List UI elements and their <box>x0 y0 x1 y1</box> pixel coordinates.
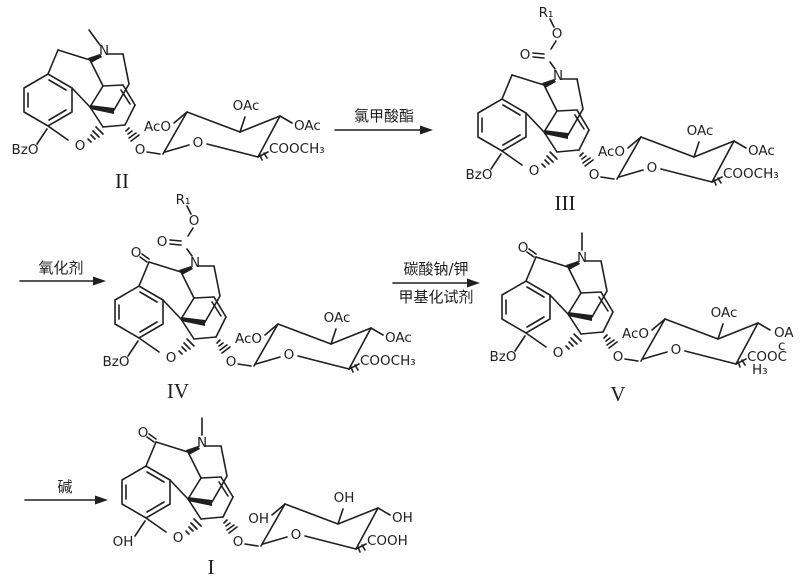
glycosidic-oxygen-label: O <box>226 354 237 370</box>
sugar-right-label: OAc <box>748 143 775 159</box>
sugar-acid-label: COOCH₃ <box>360 353 416 369</box>
structure-i: N O O O OH O OH OH OH COOH I <box>113 417 413 578</box>
reagent-label-line1: 碳酸钠/钾 <box>403 260 468 278</box>
sugar-ii: O AcO OAc OAc COOCH₃ <box>144 98 325 161</box>
structure-ii: N O O BzO O AcO OAc OAc COOCH₃ II <box>12 29 325 193</box>
nitrogen-label: N <box>197 435 207 451</box>
sugar-left-label: AcO <box>622 326 649 342</box>
sugar-right-label-line1: OA <box>774 325 794 341</box>
reagent-label: 碱 <box>57 478 72 496</box>
furan-oxygen-label: O <box>166 350 177 366</box>
ketone-oxygen-label: O <box>138 425 149 441</box>
structure-iii: N R₁ O O O O BzO O AcO OAc OAc COOCH₃ II… <box>466 5 779 215</box>
morphinan-skeleton <box>501 256 639 362</box>
furan-oxygen-label: O <box>173 530 184 546</box>
morphinan-skeleton <box>23 49 161 155</box>
glycosidic-oxygen-label: O <box>233 534 244 550</box>
ketone-oxygen-label: O <box>518 240 529 256</box>
reaction-arrow-2: 氧化剂 <box>19 259 106 286</box>
sugar-top-label: OAc <box>711 305 738 321</box>
phenol-substituent-label: BzO <box>490 349 517 365</box>
glycosidic-oxygen-label: O <box>589 167 600 183</box>
sugar-acid-label: COOCH₃ <box>269 141 325 157</box>
arrow-head-icon <box>467 278 480 288</box>
ring-oxygen-label: O <box>647 160 658 176</box>
carbonyl-oxygen-label: O <box>520 47 531 63</box>
carbonyl-oxygen-label: O <box>157 234 168 250</box>
r1-label: R₁ <box>176 192 191 208</box>
glycosidic-oxygen-label: O <box>135 142 146 158</box>
caption-i: I <box>208 555 215 578</box>
sugar-iii: O AcO OAc OAc COOCH₃ <box>598 123 779 186</box>
ring-oxygen-label: O <box>284 347 295 363</box>
structure-iv: N R₁ O O O O O BzO O AcO OAc OAc COOCH₃ … <box>103 192 416 403</box>
sugar-left-label: AcO <box>144 119 171 135</box>
nitrogen-label: N <box>190 255 200 271</box>
furan-oxygen-label: O <box>553 345 564 361</box>
sugar-i: O OH OH OH COOH <box>248 490 413 553</box>
sugar-iv: O AcO OAc OAc COOCH₃ <box>235 310 416 373</box>
phenol-substituent-label: BzO <box>466 167 493 183</box>
morphinan-skeleton <box>114 261 252 367</box>
glycosidic-oxygen-label: O <box>613 349 624 365</box>
ester-oxygen-label: O <box>552 26 563 42</box>
phenol-substituent-label: BzO <box>12 142 39 158</box>
caption-iv: IV <box>167 379 189 403</box>
furan-oxygen-label: O <box>75 138 86 154</box>
reagent-label: 氧化剂 <box>38 259 83 277</box>
structure-v: N O O O BzO O AcO OAc OA c COOC H₃ V <box>490 232 794 406</box>
reaction-arrow-3: 碳酸钠/钾 甲基化试剂 <box>392 260 480 306</box>
reagent-label-line2: 甲基化试剂 <box>398 288 473 306</box>
sugar-v: O AcO OAc OA c COOC H₃ <box>622 305 794 378</box>
caption-ii: II <box>115 169 129 193</box>
caption-v: V <box>610 382 625 406</box>
sugar-acid-label-line1: COOC <box>747 349 787 365</box>
ketone-group <box>139 253 150 263</box>
sugar-top-label: OH <box>334 490 355 506</box>
r1-label: R₁ <box>539 5 554 21</box>
morphinan-skeleton <box>477 74 615 180</box>
nitrogen-label: N <box>553 68 563 84</box>
ketone-group <box>146 433 157 443</box>
ketone-oxygen-label: O <box>131 245 142 261</box>
reagent-label: 氯甲酸酯 <box>354 107 414 125</box>
ketone-group <box>526 248 537 258</box>
ring-oxygen-label: O <box>291 527 302 543</box>
arrow-head-icon <box>420 125 433 135</box>
reaction-arrow-1: 氯甲酸酯 <box>334 107 433 135</box>
sugar-top-label: OAc <box>687 123 714 139</box>
sugar-acid-label-line2: H₃ <box>752 362 768 378</box>
ring-oxygen-label: O <box>193 135 204 151</box>
ring-oxygen-label: O <box>671 342 682 358</box>
sugar-right-label: OH <box>392 510 413 526</box>
sugar-right-label-line2: c <box>778 338 785 354</box>
nitrogen-label: N <box>577 250 587 266</box>
arrow-head-icon <box>93 276 106 286</box>
sugar-left-label: AcO <box>598 144 625 160</box>
arrow-head-icon <box>95 495 108 505</box>
n-methyl-bond <box>88 29 101 46</box>
ester-oxygen-label: O <box>189 213 200 229</box>
sugar-top-label: OAc <box>233 98 260 114</box>
nitrogen-label: N <box>99 43 109 59</box>
phenol-substituent-label: BzO <box>103 354 130 370</box>
phenol-substituent-label: OH <box>113 534 134 550</box>
sugar-top-label: OAc <box>324 310 351 326</box>
sugar-acid-label: COOCH₃ <box>723 166 779 182</box>
furan-oxygen-label: O <box>529 163 540 179</box>
sugar-left-label: AcO <box>235 331 262 347</box>
sugar-right-label: OAc <box>385 330 412 346</box>
caption-iii: III <box>555 191 576 215</box>
sugar-right-label: OAc <box>294 118 321 134</box>
sugar-left-label: OH <box>248 511 269 527</box>
sugar-acid-label: COOH <box>367 533 408 549</box>
reaction-arrow-4: 碱 <box>24 478 108 505</box>
morphinan-skeleton <box>121 441 259 547</box>
